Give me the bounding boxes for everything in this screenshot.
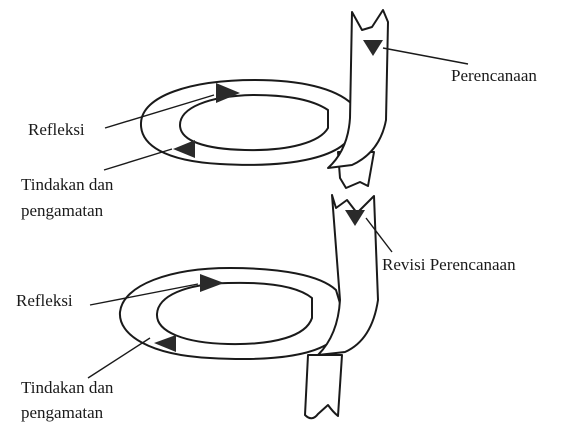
refleksi-1-leader-line [104, 94, 215, 129]
lower-revisi-arrowhead [345, 210, 365, 226]
tindakan-2-leader-line [87, 337, 151, 379]
upper-refleksi-arrowhead [216, 83, 240, 103]
upper-tindakan-arrowhead [173, 140, 195, 158]
tindakan-1-leader-line [103, 148, 173, 171]
lower-spiral-loop [118, 267, 346, 361]
refleksi-2-leader-line [89, 283, 199, 306]
lower-spiral-tail [304, 354, 343, 420]
upper-perencanaan-arrowhead [363, 40, 383, 56]
lower-refleksi-arrowhead [200, 274, 224, 292]
tindakan-label-upper-line1: Tindakan dan [21, 175, 114, 194]
lower-tindakan-arrowhead [154, 335, 176, 352]
revisi-perencanaan-label: Revisi Perencanaan [382, 255, 516, 274]
tindakan-label-lower-line1: Tindakan dan [21, 378, 114, 397]
upper-spiral-loop [139, 79, 355, 166]
refleksi-label-lower: Refleksi [16, 291, 73, 310]
refleksi-label-upper: Refleksi [28, 120, 85, 139]
revisi-leader-line [365, 217, 393, 253]
perencanaan-leader-line [382, 47, 469, 65]
tindakan-label-lower-line2: pengamatan [21, 403, 104, 422]
tindakan-label-upper-line2: pengamatan [21, 201, 104, 220]
perencanaan-label: Perencanaan [451, 66, 537, 85]
lower-vertical-band [317, 194, 379, 356]
